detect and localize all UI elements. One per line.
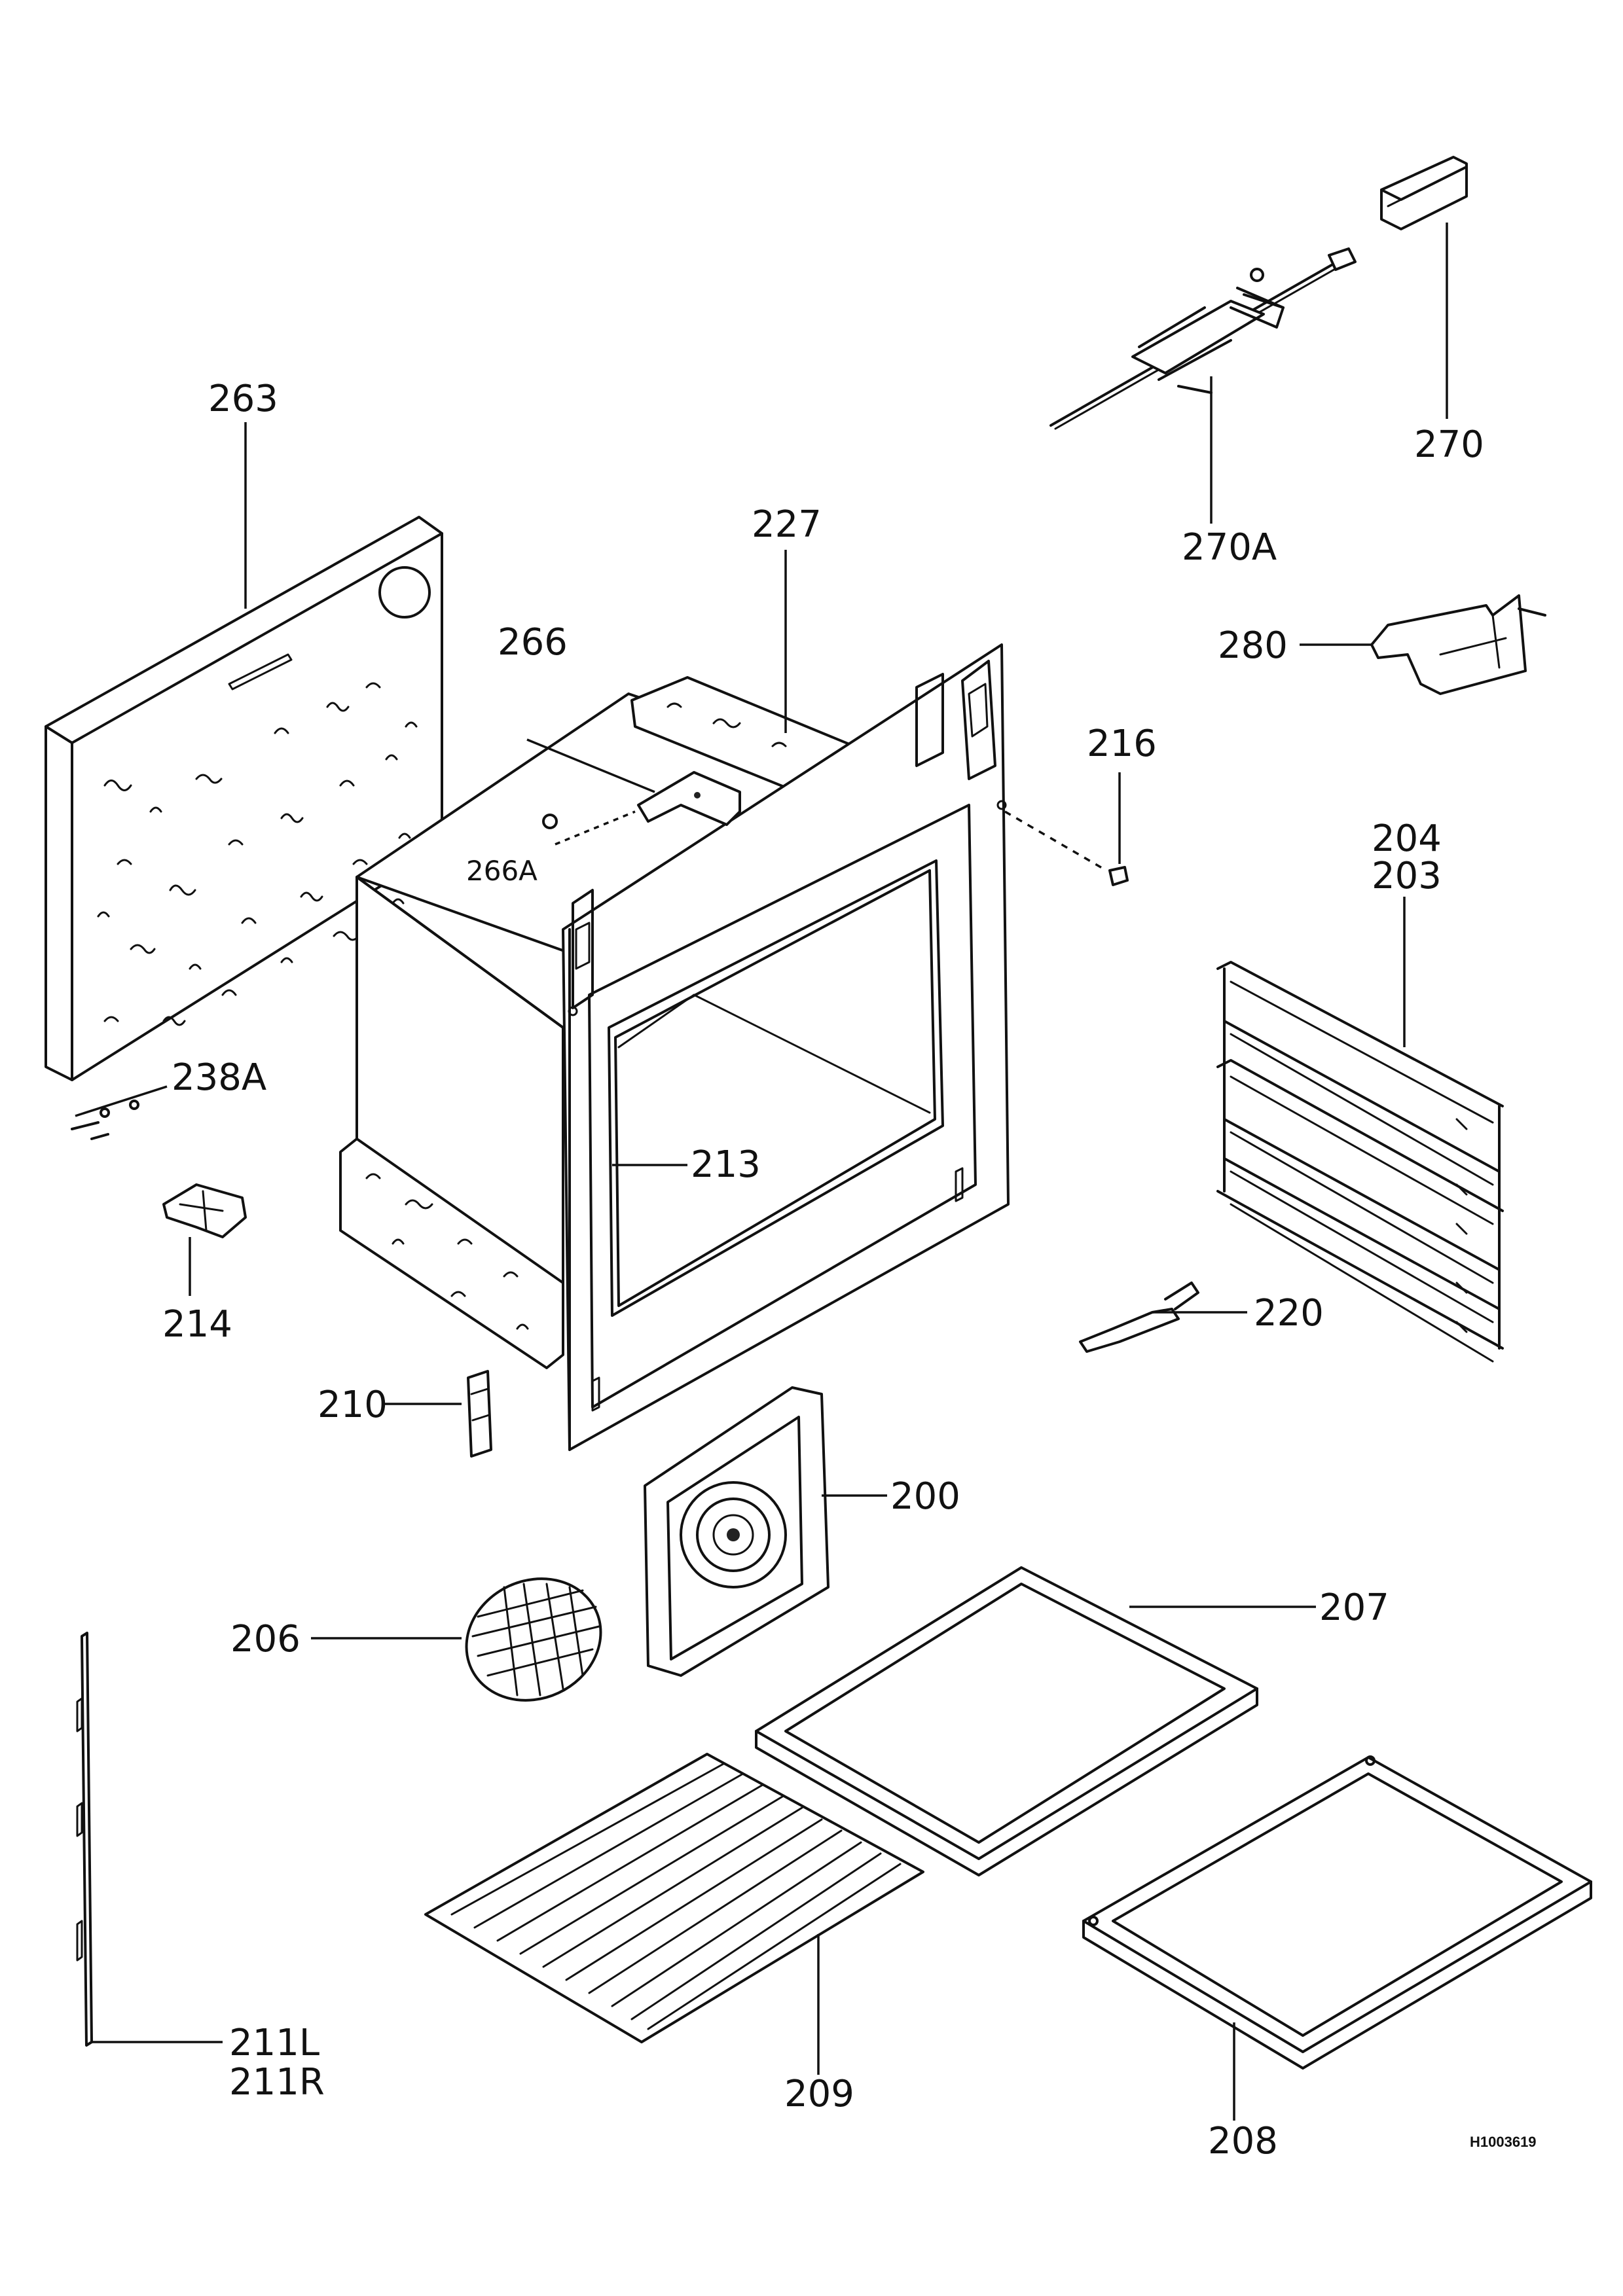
drawing-code: H1003619 [1470,2134,1537,2150]
label-206: 206 [230,1618,301,1660]
label-210: 210 [318,1384,388,1426]
part-203-204-shelf-runners: 204 203 [1216,817,1504,1363]
label-263: 263 [208,378,278,420]
label-203: 203 [1372,855,1442,897]
label-227: 227 [752,503,822,546]
part-280-clip: 280 [1218,594,1546,695]
part-211-telescopic-rails: 211L 211R [76,1632,325,2104]
label-211l: 211L [229,2022,319,2064]
label-208: 208 [1208,2120,1278,2162]
part-238a-screws: 238A [71,1056,266,1140]
label-220: 220 [1254,1292,1324,1335]
label-238a: 238A [172,1056,266,1099]
part-207-baking-tray: 207 [755,1566,1389,1876]
label-209: 209 [784,2073,854,2115]
part-270-bracket: 270 [1380,156,1484,466]
label-214: 214 [162,1303,232,1346]
part-210-latch: 210 [318,1370,492,1458]
label-266a: 266A [466,855,538,887]
label-204: 204 [1372,817,1442,860]
label-207: 207 [1319,1587,1389,1629]
oven-cavity: 227 266 266A 213 [339,503,1010,1451]
label-270: 270 [1414,423,1484,466]
part-208-deep-tray: 208 [1082,1755,1592,2162]
label-211r: 211R [229,2061,325,2104]
label-266: 266 [498,621,568,664]
part-216-screw: 216 [1004,723,1157,886]
part-263-insulation-panel: 263 [45,378,443,1081]
label-216: 216 [1087,723,1157,765]
part-209-wire-grid: 209 [424,1753,924,2115]
label-280: 280 [1218,624,1288,667]
part-214-switch: 214 [162,1183,247,1346]
label-213: 213 [691,1143,761,1186]
part-220-probe: 220 [1079,1282,1324,1353]
part-206-grease-filter: 206 [230,1577,602,1702]
label-270a: 270A [1182,526,1277,569]
part-200-fan-cover: 200 [644,1386,960,1677]
label-200: 200 [890,1475,960,1518]
part-270a-rotisserie-spit: 270A [1049,247,1357,569]
